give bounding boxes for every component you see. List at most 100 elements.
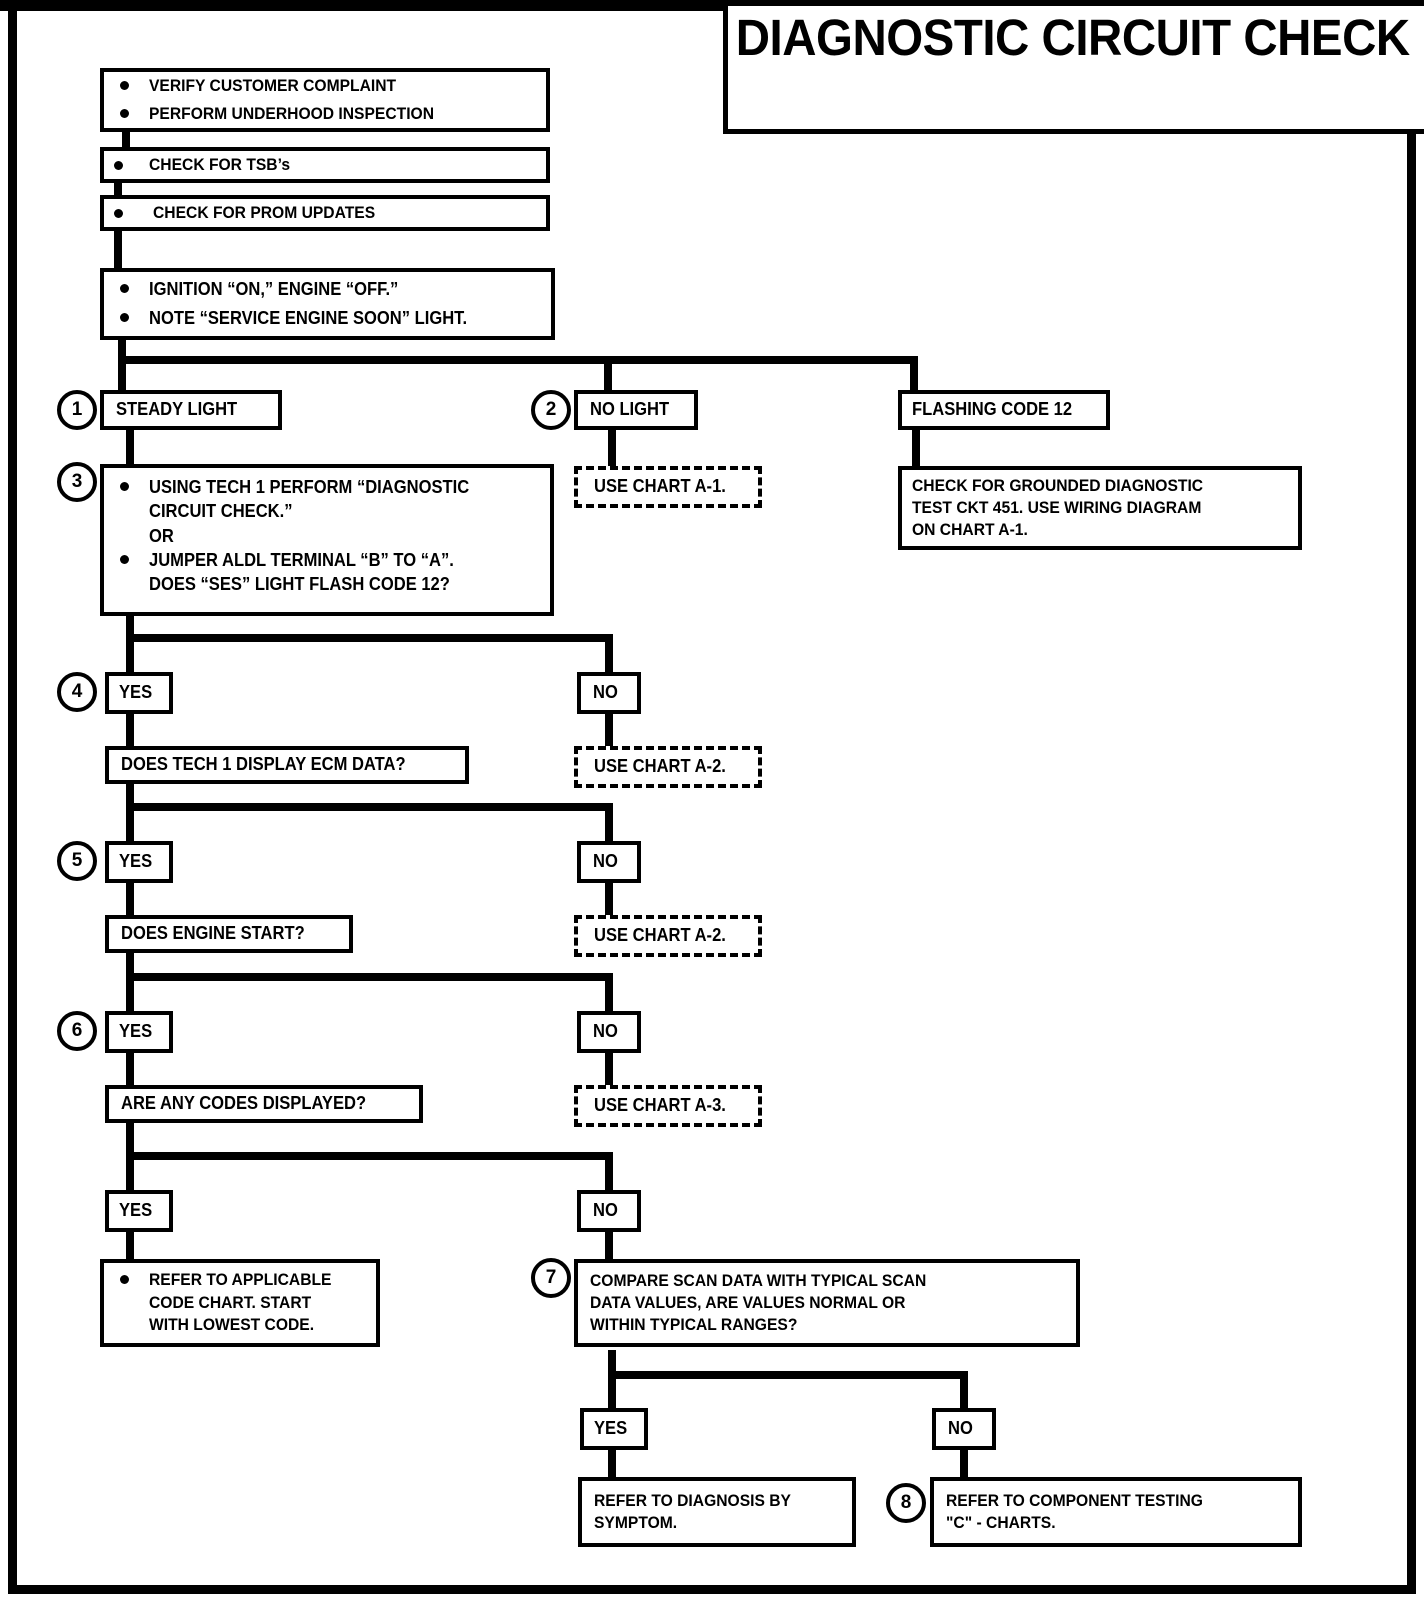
connector-bus7-right bbox=[605, 1152, 613, 1192]
node-yes-8[interactable]: YES bbox=[580, 1408, 648, 1450]
connector-bus5-left bbox=[126, 803, 134, 843]
node-tech1-or: OR bbox=[149, 525, 174, 546]
node-use-chart-a2-second-label: USE CHART A-2. bbox=[594, 925, 726, 946]
bullet-row: PERFORM UNDERHOOD INSPECTION bbox=[120, 103, 536, 125]
connector-bus-6 bbox=[126, 973, 613, 981]
connector-bus-4 bbox=[126, 634, 613, 642]
node-compare-scan-data[interactable]: COMPARE SCAN DATA WITH TYPICAL SCAN DATA… bbox=[574, 1259, 1080, 1347]
node-ignition-line1: IGNITION “ON,” ENGINE “OFF.” bbox=[149, 278, 399, 299]
bullet-spacer bbox=[120, 531, 129, 540]
connector-no8-to-refercomponent bbox=[960, 1447, 968, 1479]
bullet-dot-icon bbox=[114, 160, 123, 170]
node-engine-start-question[interactable]: DOES ENGINE START? bbox=[105, 915, 353, 953]
node-refer-code-chart-label: REFER TO APPLICABLE CODE CHART. START WI… bbox=[149, 1270, 332, 1335]
node-steady-light[interactable]: STEADY LIGHT bbox=[100, 390, 282, 430]
node-use-chart-a1[interactable]: USE CHART A-1. bbox=[574, 466, 762, 508]
connector-tsb-to-prom bbox=[114, 180, 122, 204]
bullet-dot-icon bbox=[114, 208, 123, 218]
bullet-dot-icon bbox=[120, 555, 129, 565]
node-flashing-code-12[interactable]: FLASHING CODE 12 bbox=[898, 390, 1110, 430]
node-verify-line2: PERFORM UNDERHOOD INSPECTION bbox=[149, 103, 435, 123]
node-no-light[interactable]: NO LIGHT bbox=[574, 390, 698, 430]
connector-bus-8 bbox=[608, 1371, 968, 1379]
page-border-top bbox=[0, 0, 1424, 11]
node-no-8-label: NO bbox=[948, 1418, 973, 1439]
node-no-7[interactable]: NO bbox=[577, 1190, 641, 1232]
bullet-row: REFER TO APPLICABLE CODE CHART. START WI… bbox=[120, 1269, 370, 1336]
node-yes-6[interactable]: YES bbox=[105, 1011, 173, 1053]
node-use-chart-a2-first[interactable]: USE CHART A-2. bbox=[574, 746, 762, 788]
step-number-2: 2 bbox=[531, 390, 571, 430]
page-title: DIAGNOSTIC CIRCUIT CHECK bbox=[736, 9, 1410, 66]
connector-yes8-to-refersymptom bbox=[608, 1447, 616, 1479]
node-steady-light-label: STEADY LIGHT bbox=[116, 399, 238, 420]
connector-bus8-left bbox=[608, 1371, 616, 1411]
node-use-chart-a3[interactable]: USE CHART A-3. bbox=[574, 1085, 762, 1127]
step-number-3: 3 bbox=[57, 462, 97, 502]
connector-no6-to-a3 bbox=[605, 1049, 613, 1085]
connector-bus6-left bbox=[126, 973, 134, 1013]
node-refer-code-chart[interactable]: REFER TO APPLICABLE CODE CHART. START WI… bbox=[100, 1259, 380, 1347]
bullet-dot-icon bbox=[120, 312, 129, 322]
step-number-4: 4 bbox=[57, 672, 97, 712]
connector-bus6-right bbox=[605, 973, 613, 1013]
node-check-tsb[interactable]: CHECK FOR TSB’s bbox=[100, 147, 550, 183]
node-no-6-label: NO bbox=[593, 1021, 618, 1042]
node-no-5[interactable]: NO bbox=[577, 841, 641, 883]
connector-codes-stem bbox=[126, 1120, 134, 1152]
node-refer-component-testing[interactable]: REFER TO COMPONENT TESTING "C" - CHARTS. bbox=[930, 1477, 1302, 1547]
connector-bus8-right bbox=[960, 1371, 968, 1411]
connector-no7-to-compare bbox=[605, 1229, 613, 1261]
step-number-6: 6 bbox=[57, 1011, 97, 1051]
step-number-5: 5 bbox=[57, 841, 97, 881]
step-number-7: 7 bbox=[531, 1258, 571, 1298]
node-no-4[interactable]: NO bbox=[577, 672, 641, 714]
node-verify-line1: VERIFY CUSTOMER COMPLAINT bbox=[149, 76, 397, 96]
connector-verify-to-tsb bbox=[122, 130, 130, 156]
page-border-left bbox=[8, 4, 17, 1594]
connector-bus5-right bbox=[605, 803, 613, 843]
node-refer-component-label: REFER TO COMPONENT TESTING "C" - CHARTS. bbox=[946, 1490, 1203, 1532]
bullet-row: USING TECH 1 PERFORM “DIAGNOSTIC CIRCUIT… bbox=[120, 476, 542, 524]
node-no-6[interactable]: NO bbox=[577, 1011, 641, 1053]
bullet-row: OR bbox=[120, 525, 542, 549]
page-border-bottom bbox=[8, 1585, 1416, 1594]
node-no-5-label: NO bbox=[593, 851, 618, 872]
node-verify-complaint[interactable]: VERIFY CUSTOMER COMPLAINT PERFORM UNDERH… bbox=[100, 68, 550, 132]
connector-yes4-to-ecm bbox=[126, 710, 134, 746]
connector-enginestart-stem bbox=[126, 951, 134, 981]
node-refer-symptom-label: REFER TO DIAGNOSIS BY SYMPTOM. bbox=[594, 1490, 791, 1532]
node-refer-diagnosis-symptom[interactable]: REFER TO DIAGNOSIS BY SYMPTOM. bbox=[578, 1477, 856, 1547]
node-use-chart-a2-first-label: USE CHART A-2. bbox=[594, 756, 726, 777]
connector-bus-5 bbox=[126, 803, 613, 811]
bullet-dot-icon bbox=[120, 81, 129, 91]
node-check-tsb-label: CHECK FOR TSB’s bbox=[149, 154, 291, 174]
node-ecm-data-question[interactable]: DOES TECH 1 DISPLAY ECM DATA? bbox=[105, 746, 469, 784]
connector-branch-nolight bbox=[604, 356, 612, 392]
step-number-8: 8 bbox=[886, 1483, 926, 1523]
node-compare-scan-label: COMPARE SCAN DATA WITH TYPICAL SCAN DATA… bbox=[590, 1270, 927, 1335]
node-check-prom[interactable]: CHECK FOR PROM UPDATES bbox=[100, 195, 550, 231]
node-check-grounded-test-label: CHECK FOR GROUNDED DIAGNOSTIC TEST CKT 4… bbox=[912, 475, 1204, 540]
connector-yes7-to-refercode bbox=[126, 1229, 134, 1261]
node-yes-5[interactable]: YES bbox=[105, 841, 173, 883]
node-yes-7[interactable]: YES bbox=[105, 1190, 173, 1232]
node-yes-6-label: YES bbox=[119, 1021, 153, 1042]
node-codes-displayed-question[interactable]: ARE ANY CODES DISPLAYED? bbox=[105, 1085, 423, 1123]
title-banner: DIAGNOSTIC CIRCUIT CHECK bbox=[723, 6, 1424, 134]
node-yes-5-label: YES bbox=[119, 851, 153, 872]
node-use-chart-a2-second[interactable]: USE CHART A-2. bbox=[574, 915, 762, 957]
node-yes-4[interactable]: YES bbox=[105, 672, 173, 714]
node-tech1-perform[interactable]: USING TECH 1 PERFORM “DIAGNOSTIC CIRCUIT… bbox=[100, 464, 554, 616]
connector-bus4-right bbox=[605, 634, 613, 674]
connector-branch-flashing bbox=[910, 356, 918, 392]
node-check-grounded-test[interactable]: CHECK FOR GROUNDED DIAGNOSTIC TEST CKT 4… bbox=[898, 466, 1302, 550]
node-yes-7-label: YES bbox=[119, 1200, 153, 1221]
connector-no5-to-a2b bbox=[605, 879, 613, 915]
connector-prom-to-ignition bbox=[114, 228, 122, 274]
node-ignition-on[interactable]: IGNITION “ON,” ENGINE “OFF.” NOTE “SERVI… bbox=[100, 268, 555, 340]
node-no-8[interactable]: NO bbox=[932, 1408, 996, 1450]
node-check-prom-label: CHECK FOR PROM UPDATES bbox=[153, 202, 376, 222]
connector-steady-to-step3 bbox=[126, 428, 134, 464]
